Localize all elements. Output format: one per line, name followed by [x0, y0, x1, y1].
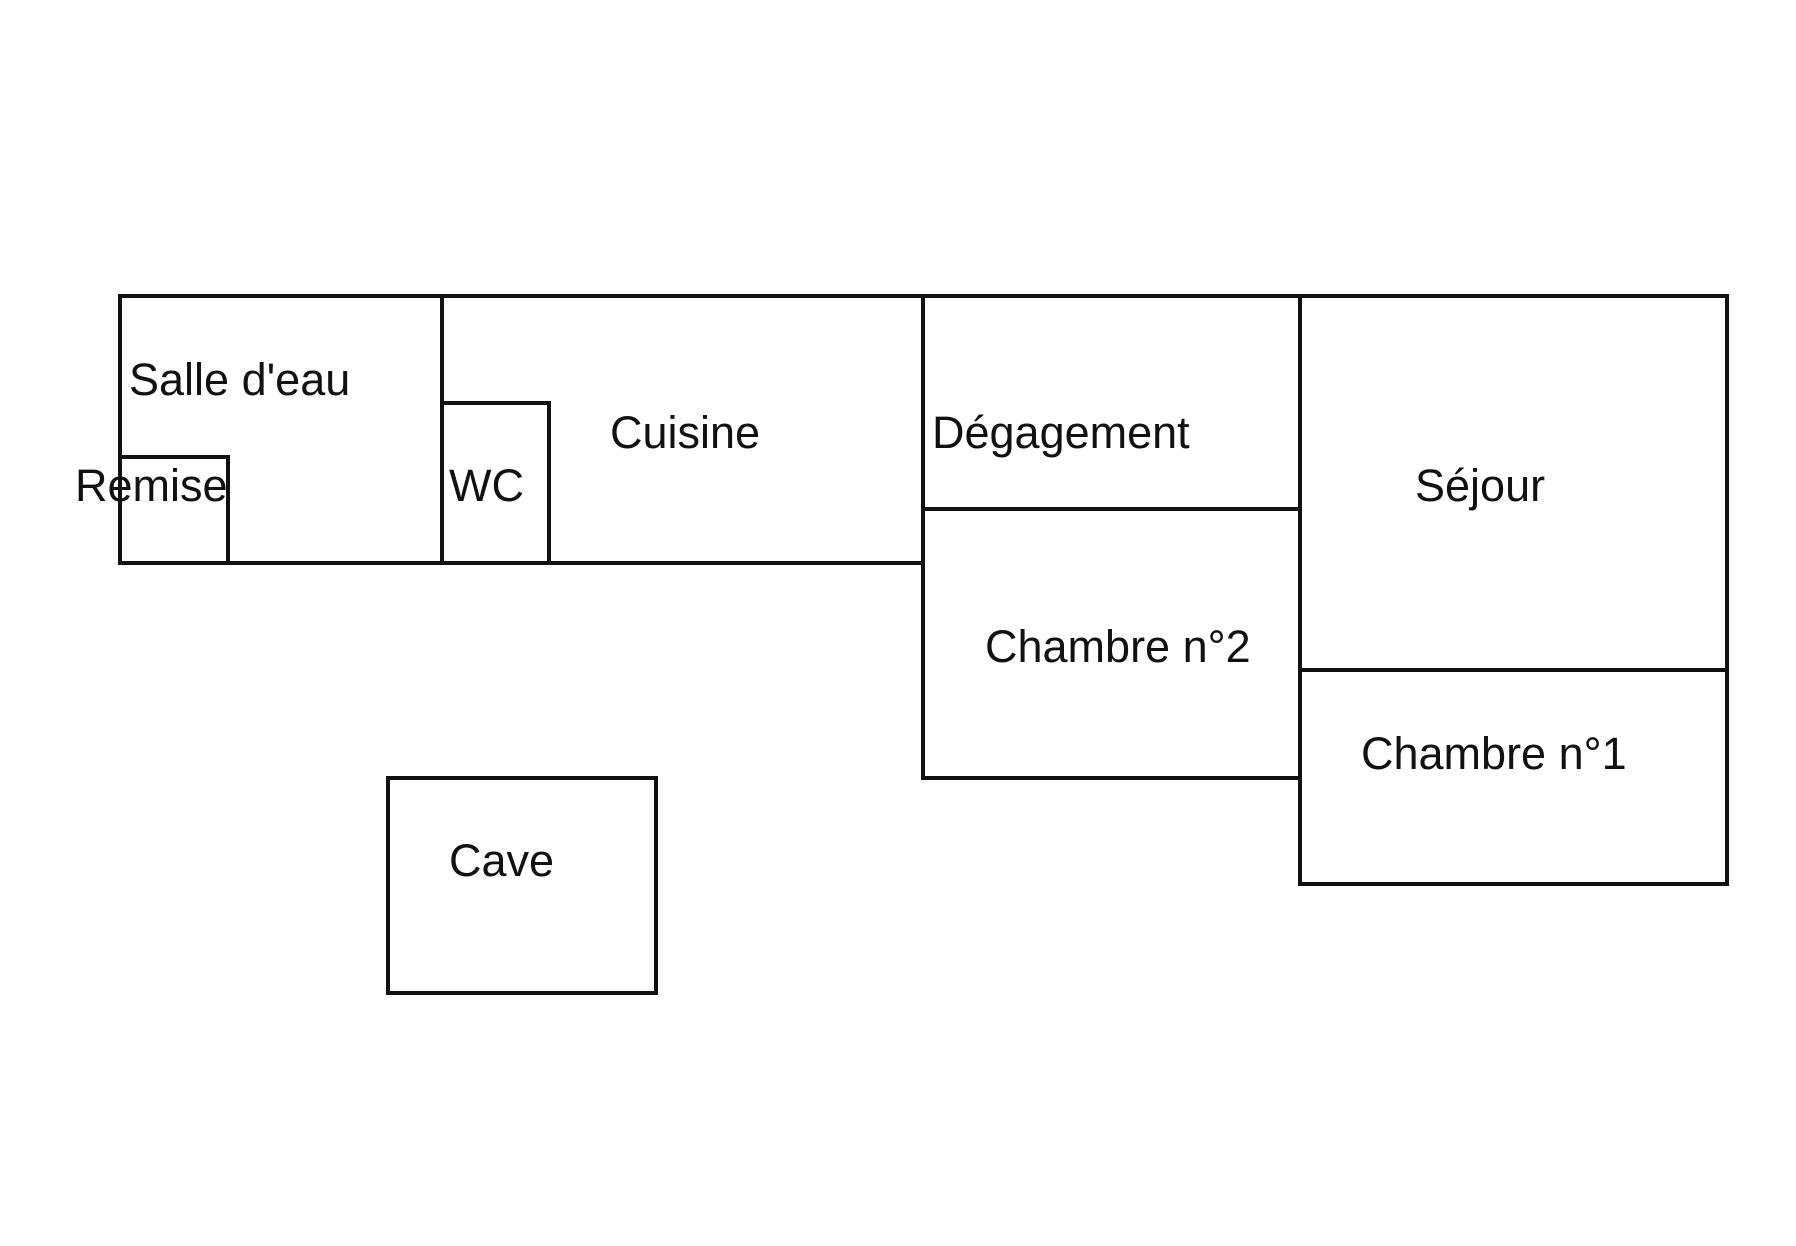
- wc-label: WC: [449, 460, 524, 511]
- chambre-1-label: Chambre n°1: [1361, 728, 1627, 779]
- sejour-label: Séjour: [1415, 460, 1546, 511]
- cuisine-label: Cuisine: [610, 407, 761, 458]
- degagement-room: [921, 294, 1302, 511]
- remise-label: Remise: [75, 460, 228, 511]
- salle-deau-room: [118, 294, 444, 565]
- cave-room: [386, 776, 658, 995]
- cave-label: Cave: [449, 835, 555, 886]
- salle-deau-label: Salle d'eau: [129, 354, 351, 405]
- chambre-2-label: Chambre n°2: [985, 621, 1251, 672]
- chambre-1-room: [1298, 668, 1729, 886]
- remise-room: [118, 455, 230, 565]
- wc-room: [440, 401, 551, 565]
- degagement-label: Dégagement: [932, 407, 1190, 458]
